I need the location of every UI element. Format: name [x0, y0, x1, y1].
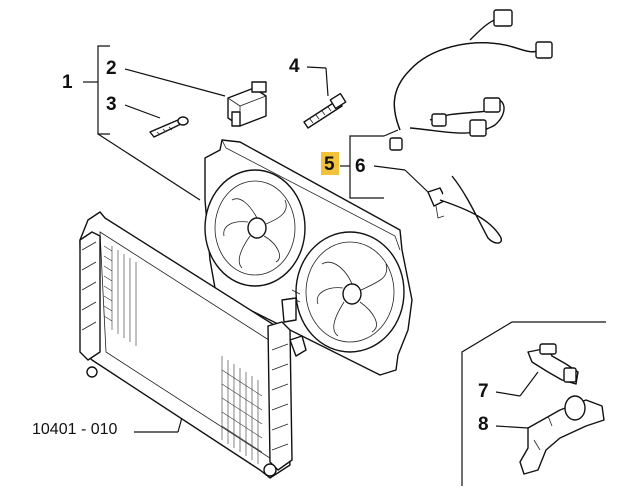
- callout-8[interactable]: 8: [478, 414, 489, 435]
- callout-5[interactable]: 5: [324, 154, 335, 175]
- screw-part: [149, 116, 189, 138]
- callout-1[interactable]: 1: [62, 72, 73, 93]
- callout-2-group: 2: [106, 58, 226, 97]
- callout-6[interactable]: 6: [355, 156, 366, 177]
- callout-7-group: 7: [478, 371, 539, 402]
- callout-2[interactable]: 2: [106, 58, 117, 79]
- radiator-core: [103, 245, 263, 464]
- clip-part: [527, 343, 579, 385]
- inset-panel: [461, 321, 606, 486]
- radiator: [79, 211, 307, 479]
- reference-group: 10401 - 010: [32, 409, 185, 438]
- callout-3[interactable]: 3: [106, 94, 117, 115]
- highlight-box: [321, 152, 339, 175]
- cable-tie-part: [427, 175, 502, 244]
- callout-1-group: 1: [62, 45, 201, 201]
- callout-5-group: 5: [321, 129, 399, 199]
- callout-4[interactable]: 4: [289, 56, 300, 77]
- reference-label: 10401 - 010: [32, 421, 118, 438]
- fan-shroud: [204, 139, 413, 376]
- left-fan: [204, 169, 306, 287]
- bolt-part: [303, 92, 347, 129]
- callout-3-group: 3: [106, 94, 161, 119]
- relay-part: [227, 81, 267, 127]
- callout-7[interactable]: 7: [478, 381, 489, 402]
- callout-6-group: 6: [355, 156, 429, 193]
- right-fan: [295, 231, 405, 353]
- wiring-harness: [389, 9, 553, 151]
- callout-4-group: 4: [289, 56, 329, 97]
- callout-8-group: 8: [478, 414, 529, 435]
- bracket-part: [519, 395, 605, 475]
